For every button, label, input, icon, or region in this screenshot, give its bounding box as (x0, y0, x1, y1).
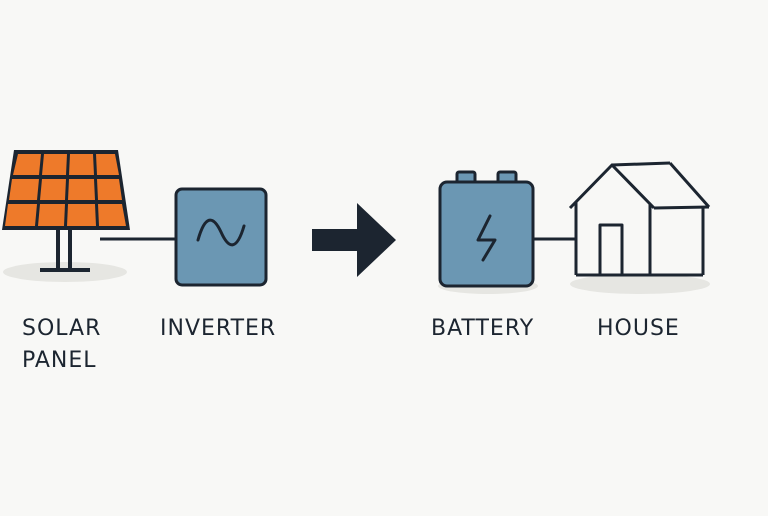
house-door (598, 223, 624, 277)
solar-panel-label-line1: SOLAR (22, 316, 102, 341)
inverter-icon (174, 187, 268, 287)
inverter-label: INVERTER (160, 316, 277, 341)
lightning-bolt-icon (476, 214, 497, 262)
solar-panel-label: SOLAR PANEL (22, 313, 101, 377)
sine-wave-icon (196, 218, 246, 247)
battery-label: BATTERY (431, 316, 535, 341)
solar-panel-icon (2, 150, 130, 272)
arrow-right-icon (312, 203, 396, 277)
solar-panel-label-line2: PANEL (22, 348, 97, 373)
battery-icon (438, 170, 535, 288)
house-shadow (570, 274, 710, 294)
house-icon (568, 161, 711, 277)
house-label: HOUSE (597, 316, 680, 341)
